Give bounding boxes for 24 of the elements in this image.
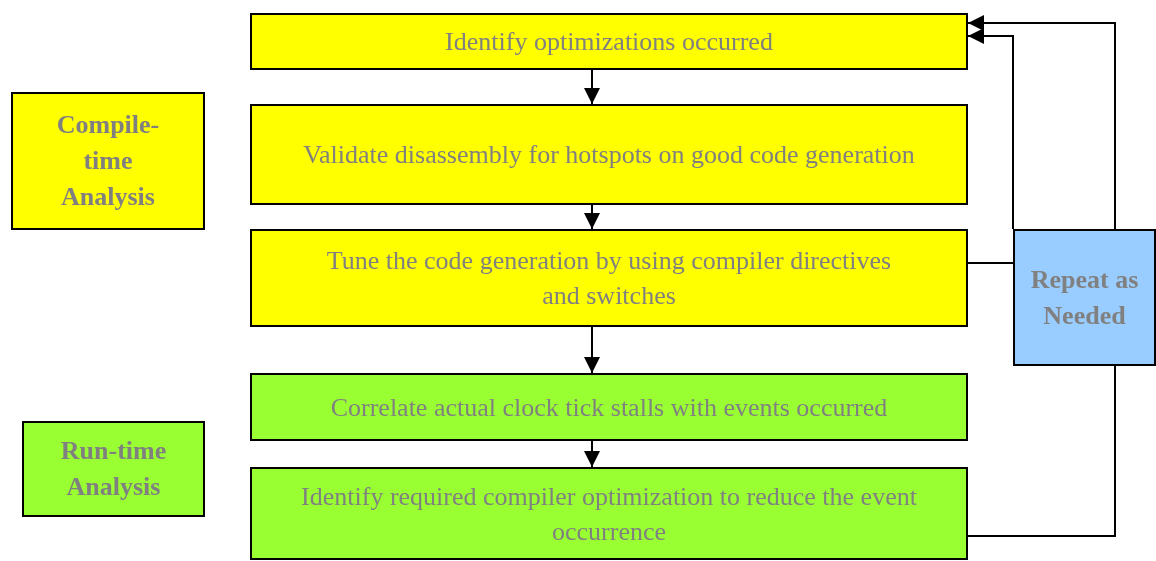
step-text: Identify optimizations occurred xyxy=(445,26,773,58)
phase-label-box xyxy=(11,92,205,230)
arrow xyxy=(584,440,600,468)
step-text: Tune the code generation by using compiler directives and switches xyxy=(325,245,893,312)
phase-label: Compile-time Analysis xyxy=(55,109,161,213)
process-box xyxy=(250,104,968,205)
arrow xyxy=(967,15,1116,230)
process-box xyxy=(250,373,968,441)
arrow xyxy=(584,69,600,105)
phase-label: Repeat as Needed xyxy=(1029,263,1140,332)
arrow xyxy=(967,28,1014,230)
connector-line xyxy=(967,365,1116,537)
process-box xyxy=(250,13,968,70)
arrow xyxy=(584,204,600,230)
process-box xyxy=(250,467,968,560)
phase-label-box xyxy=(1013,229,1156,366)
arrow xyxy=(584,326,600,374)
process-box xyxy=(250,229,968,327)
step-text: Correlate actual clock tick stalls with events occurred xyxy=(330,391,888,424)
connector-line xyxy=(967,262,1014,264)
step-text: Identify required compiler optimization to reduce the event occurrence xyxy=(300,480,918,548)
phase-label: Run-time Analysis xyxy=(59,435,168,503)
step-text: Validate disassembly for hotspots on good code generation xyxy=(303,139,915,171)
phase-label-box xyxy=(22,421,205,517)
